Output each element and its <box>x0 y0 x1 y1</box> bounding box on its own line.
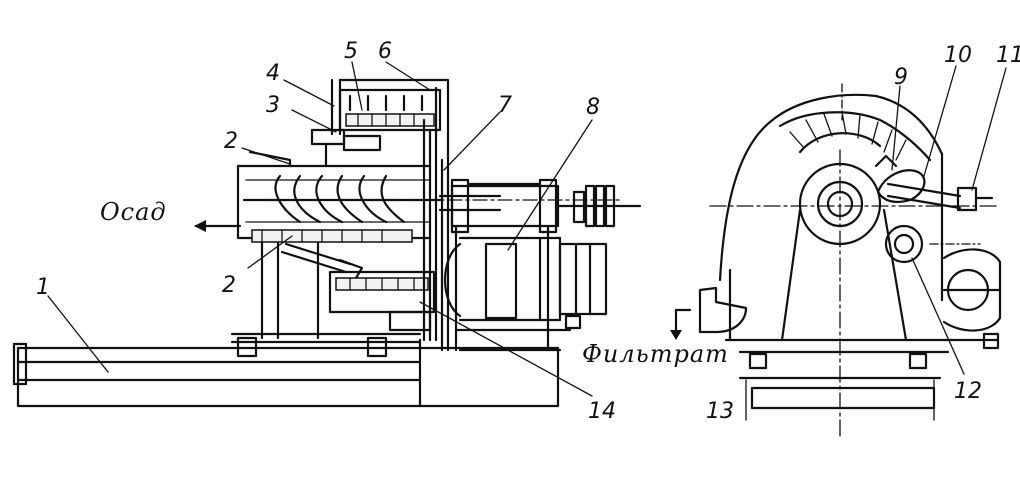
side-view <box>12 61 642 408</box>
label-1: 1 <box>36 275 50 300</box>
label-9: 9 <box>894 65 908 90</box>
label-6: 6 <box>378 39 392 64</box>
support-frame <box>230 238 422 358</box>
label-13: 13 <box>706 399 734 424</box>
partition-plates <box>422 118 502 352</box>
gearbox-housing <box>450 178 642 234</box>
label-4: 4 <box>266 61 280 86</box>
label-osad: Осад <box>100 198 167 226</box>
label-11: 11 <box>996 43 1020 68</box>
label-3: 3 <box>266 93 280 118</box>
motor <box>443 224 608 352</box>
label-8: 8 <box>586 95 600 120</box>
casing <box>330 78 450 162</box>
label-filtrat: Фильтрат <box>582 340 729 368</box>
label-14: 14 <box>588 399 616 424</box>
rotor-drum <box>236 128 442 280</box>
label-2-bottom: 2 <box>222 273 236 298</box>
label-7: 7 <box>498 93 512 118</box>
label-12: 12 <box>954 379 982 404</box>
filtrate-chamber <box>328 270 436 332</box>
leader-lines <box>47 61 593 397</box>
label-5: 5 <box>344 39 358 64</box>
label-10: 10 <box>944 43 972 68</box>
end-view <box>670 65 1007 441</box>
sediment-arrow <box>194 220 242 232</box>
labels: 1 2 2 3 4 5 6 7 8 14 9 10 11 12 13 Осад … <box>36 39 1020 424</box>
label-2-top: 2 <box>224 129 238 154</box>
